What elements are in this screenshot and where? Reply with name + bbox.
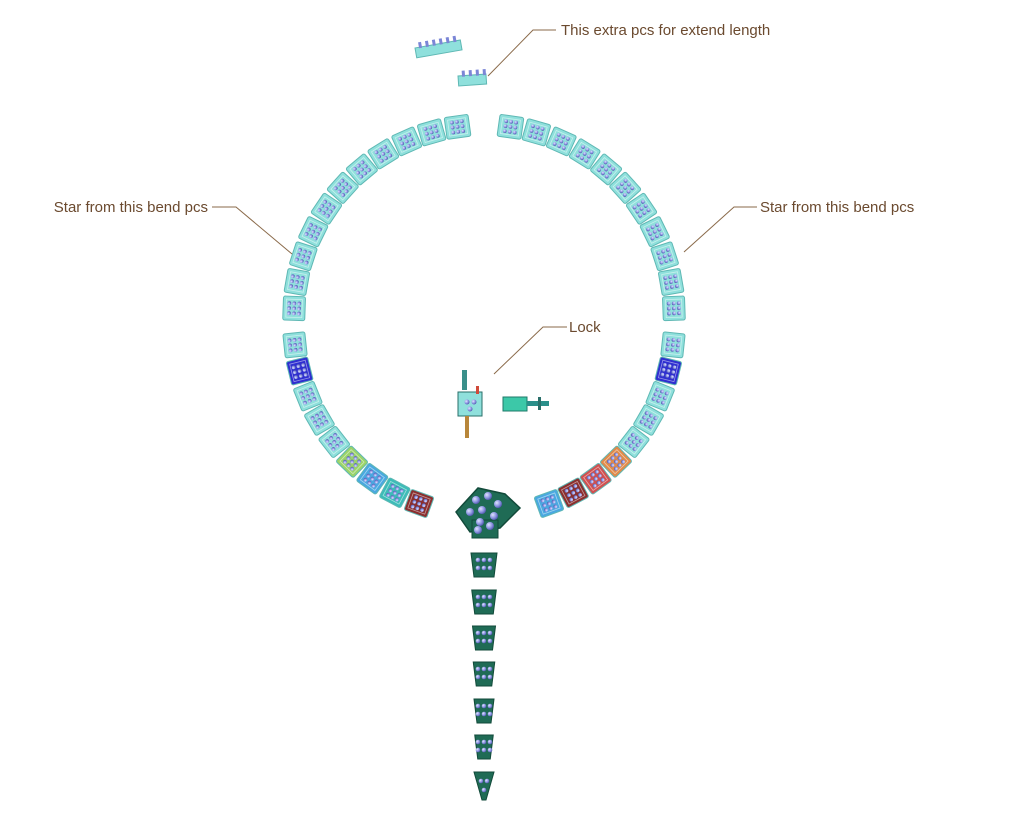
lock-leader-line (493, 326, 567, 375)
lock-clasp-icon (457, 370, 483, 438)
ring-segment (579, 463, 612, 495)
ring-segment (650, 241, 679, 272)
ring-segment (283, 268, 310, 296)
tail-piece (472, 661, 496, 687)
tail-piece (471, 625, 497, 651)
ring-segment (443, 114, 472, 140)
ring-segment (367, 138, 400, 170)
bend-left-leader-line (212, 206, 293, 255)
ring-segment (658, 268, 685, 296)
extra-piece (457, 69, 488, 87)
extra-piece (414, 35, 463, 59)
ring-segment (633, 404, 664, 436)
ring-segment (298, 216, 329, 248)
ring-segment (645, 381, 675, 412)
snake-head-piece (455, 487, 522, 539)
ring-segment (600, 445, 632, 478)
ring-segment (289, 241, 318, 272)
bend-piece-left (285, 356, 314, 386)
ring-segment (417, 118, 447, 147)
ring-segment (545, 126, 577, 157)
ring-segment (304, 404, 335, 436)
ring-segment (404, 489, 434, 518)
ring-segment (318, 426, 351, 458)
extra-pcs-label: This extra pcs for extend length (561, 22, 770, 39)
necklace-ring (282, 114, 686, 518)
ring-segment (379, 477, 411, 508)
ring-segment (391, 126, 423, 157)
ring-segment (557, 477, 589, 508)
ring-segment (660, 331, 686, 359)
lock-label: Lock (569, 319, 601, 336)
bend-right-label: Star from this bend pcs (760, 199, 914, 216)
bend-left-label: Star from this bend pcs (54, 199, 208, 216)
ring-segment (356, 463, 389, 495)
ring-segment (293, 381, 323, 412)
bend-right-leader-line (683, 206, 757, 253)
ring-segment (662, 295, 686, 322)
ring-segment (609, 171, 642, 204)
ring-segment (521, 118, 551, 147)
tail-piece (473, 698, 495, 724)
extra-leader-line (487, 29, 556, 77)
ring-segment (639, 216, 670, 248)
tail-piece (474, 734, 494, 760)
ring-segment (496, 114, 525, 140)
tail-tip (473, 771, 495, 801)
ring-segment (282, 295, 306, 322)
ring-segment (336, 445, 368, 478)
ring-segment (568, 138, 601, 170)
ring-segment (282, 331, 308, 359)
ring-segment (310, 192, 343, 225)
ring-segment (617, 426, 650, 458)
ring-segment (345, 153, 378, 186)
ring-segment (590, 153, 623, 186)
ring-segment (625, 192, 658, 225)
ring-segment (326, 171, 359, 204)
snake-tail-pieces (470, 552, 498, 801)
tail-piece (470, 552, 498, 578)
ring-segment (534, 489, 564, 518)
lock-pin-icon (502, 396, 549, 412)
tail-piece (471, 589, 497, 615)
lock-assembly (457, 370, 549, 438)
bend-piece-right (654, 356, 683, 386)
extra-extension-pieces (414, 35, 488, 87)
